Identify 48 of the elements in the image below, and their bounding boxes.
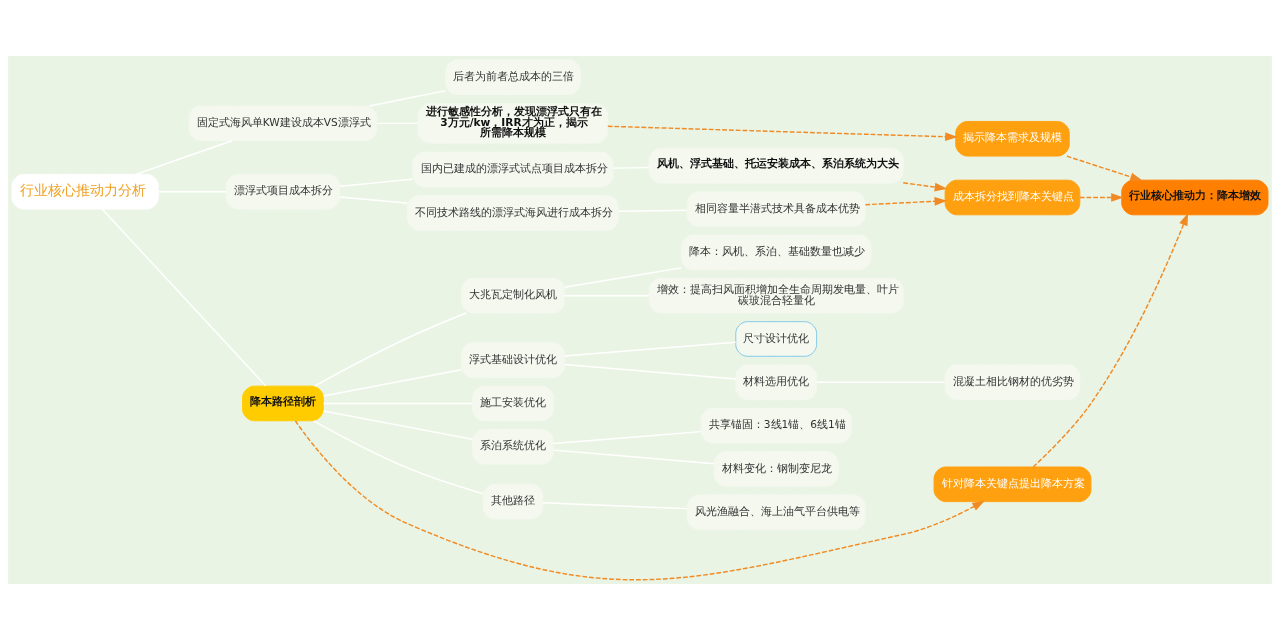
node-box: 共享锚固：3线1锚、6线1锚 [700, 407, 852, 444]
arrow [902, 182, 948, 192]
connector [312, 420, 484, 495]
connector [322, 410, 473, 440]
node-box: 风光渔融合、海上油气平台供电等 [686, 494, 866, 530]
arrow [864, 196, 948, 206]
node-box: 增效：提高扫风面积增加全生命周期发电量、叶片碳玻混合轻量化 [648, 277, 904, 314]
node-box: 施工安装优化 [472, 385, 554, 422]
connector [563, 267, 682, 288]
connector [563, 341, 737, 357]
connector [101, 208, 267, 387]
node-box: 漂浮式项目成本拆分 [225, 173, 341, 210]
arrow [607, 125, 958, 142]
connector [552, 430, 702, 445]
connector [339, 196, 409, 204]
arrow [1032, 212, 1189, 468]
node-box: 成本拆分找到降本关键点 [944, 179, 1081, 216]
node-box: 相同容量半潜式技术具备成本优势 [686, 191, 866, 227]
node-box: 进行敏感性分析，发现漂浮式只有在3万元/kw，IRR才为正，揭示所需降本规模 [417, 103, 609, 144]
connector [135, 140, 233, 176]
connector [563, 363, 737, 380]
node-box: 系泊系统优化 [472, 428, 554, 465]
node-box: 固定式海风单KW建设成本VS漂浮式 [188, 105, 378, 142]
node-box: 行业核心推动力分析 [11, 173, 159, 210]
node-box: 降本路径剖析 [242, 385, 324, 422]
node-box: 尺寸设计优化 [735, 321, 818, 357]
connector [314, 312, 468, 387]
connector [552, 449, 715, 465]
node-box: 风机、浮式基础、托运安装成本、系泊系统为大头 [648, 147, 904, 184]
node-box: 其他路径 [482, 483, 544, 520]
connector [322, 369, 463, 397]
node-box: 混凝土相比钢材的优劣势 [944, 364, 1081, 401]
node-box: 浮式基础设计优化 [460, 342, 565, 378]
arrow [1066, 155, 1143, 182]
node-box: 揭示降本需求及规模 [955, 120, 1070, 157]
connector [542, 502, 688, 510]
node-box: 材料选用优化 [735, 364, 818, 401]
node-box: 国内已建成的漂浮式试点项目成本拆分 [412, 151, 614, 188]
connector [368, 89, 447, 107]
node-box: 针对降本关键点提出降本方案 [933, 466, 1092, 503]
node-box: 降本：风机、系泊、基础数量也减少 [680, 234, 872, 271]
arrow [294, 420, 985, 581]
node-box: 材料变化：钢制变尼龙 [713, 451, 839, 487]
arrow [1079, 193, 1124, 202]
node-box: 不同技术路线的漂浮式海风进行成本拆分 [407, 195, 619, 231]
node-box: 行业核心推动力：降本增效 [1121, 179, 1269, 216]
node-box: 大兆瓦定制化风机 [460, 277, 565, 314]
connector [339, 178, 414, 187]
